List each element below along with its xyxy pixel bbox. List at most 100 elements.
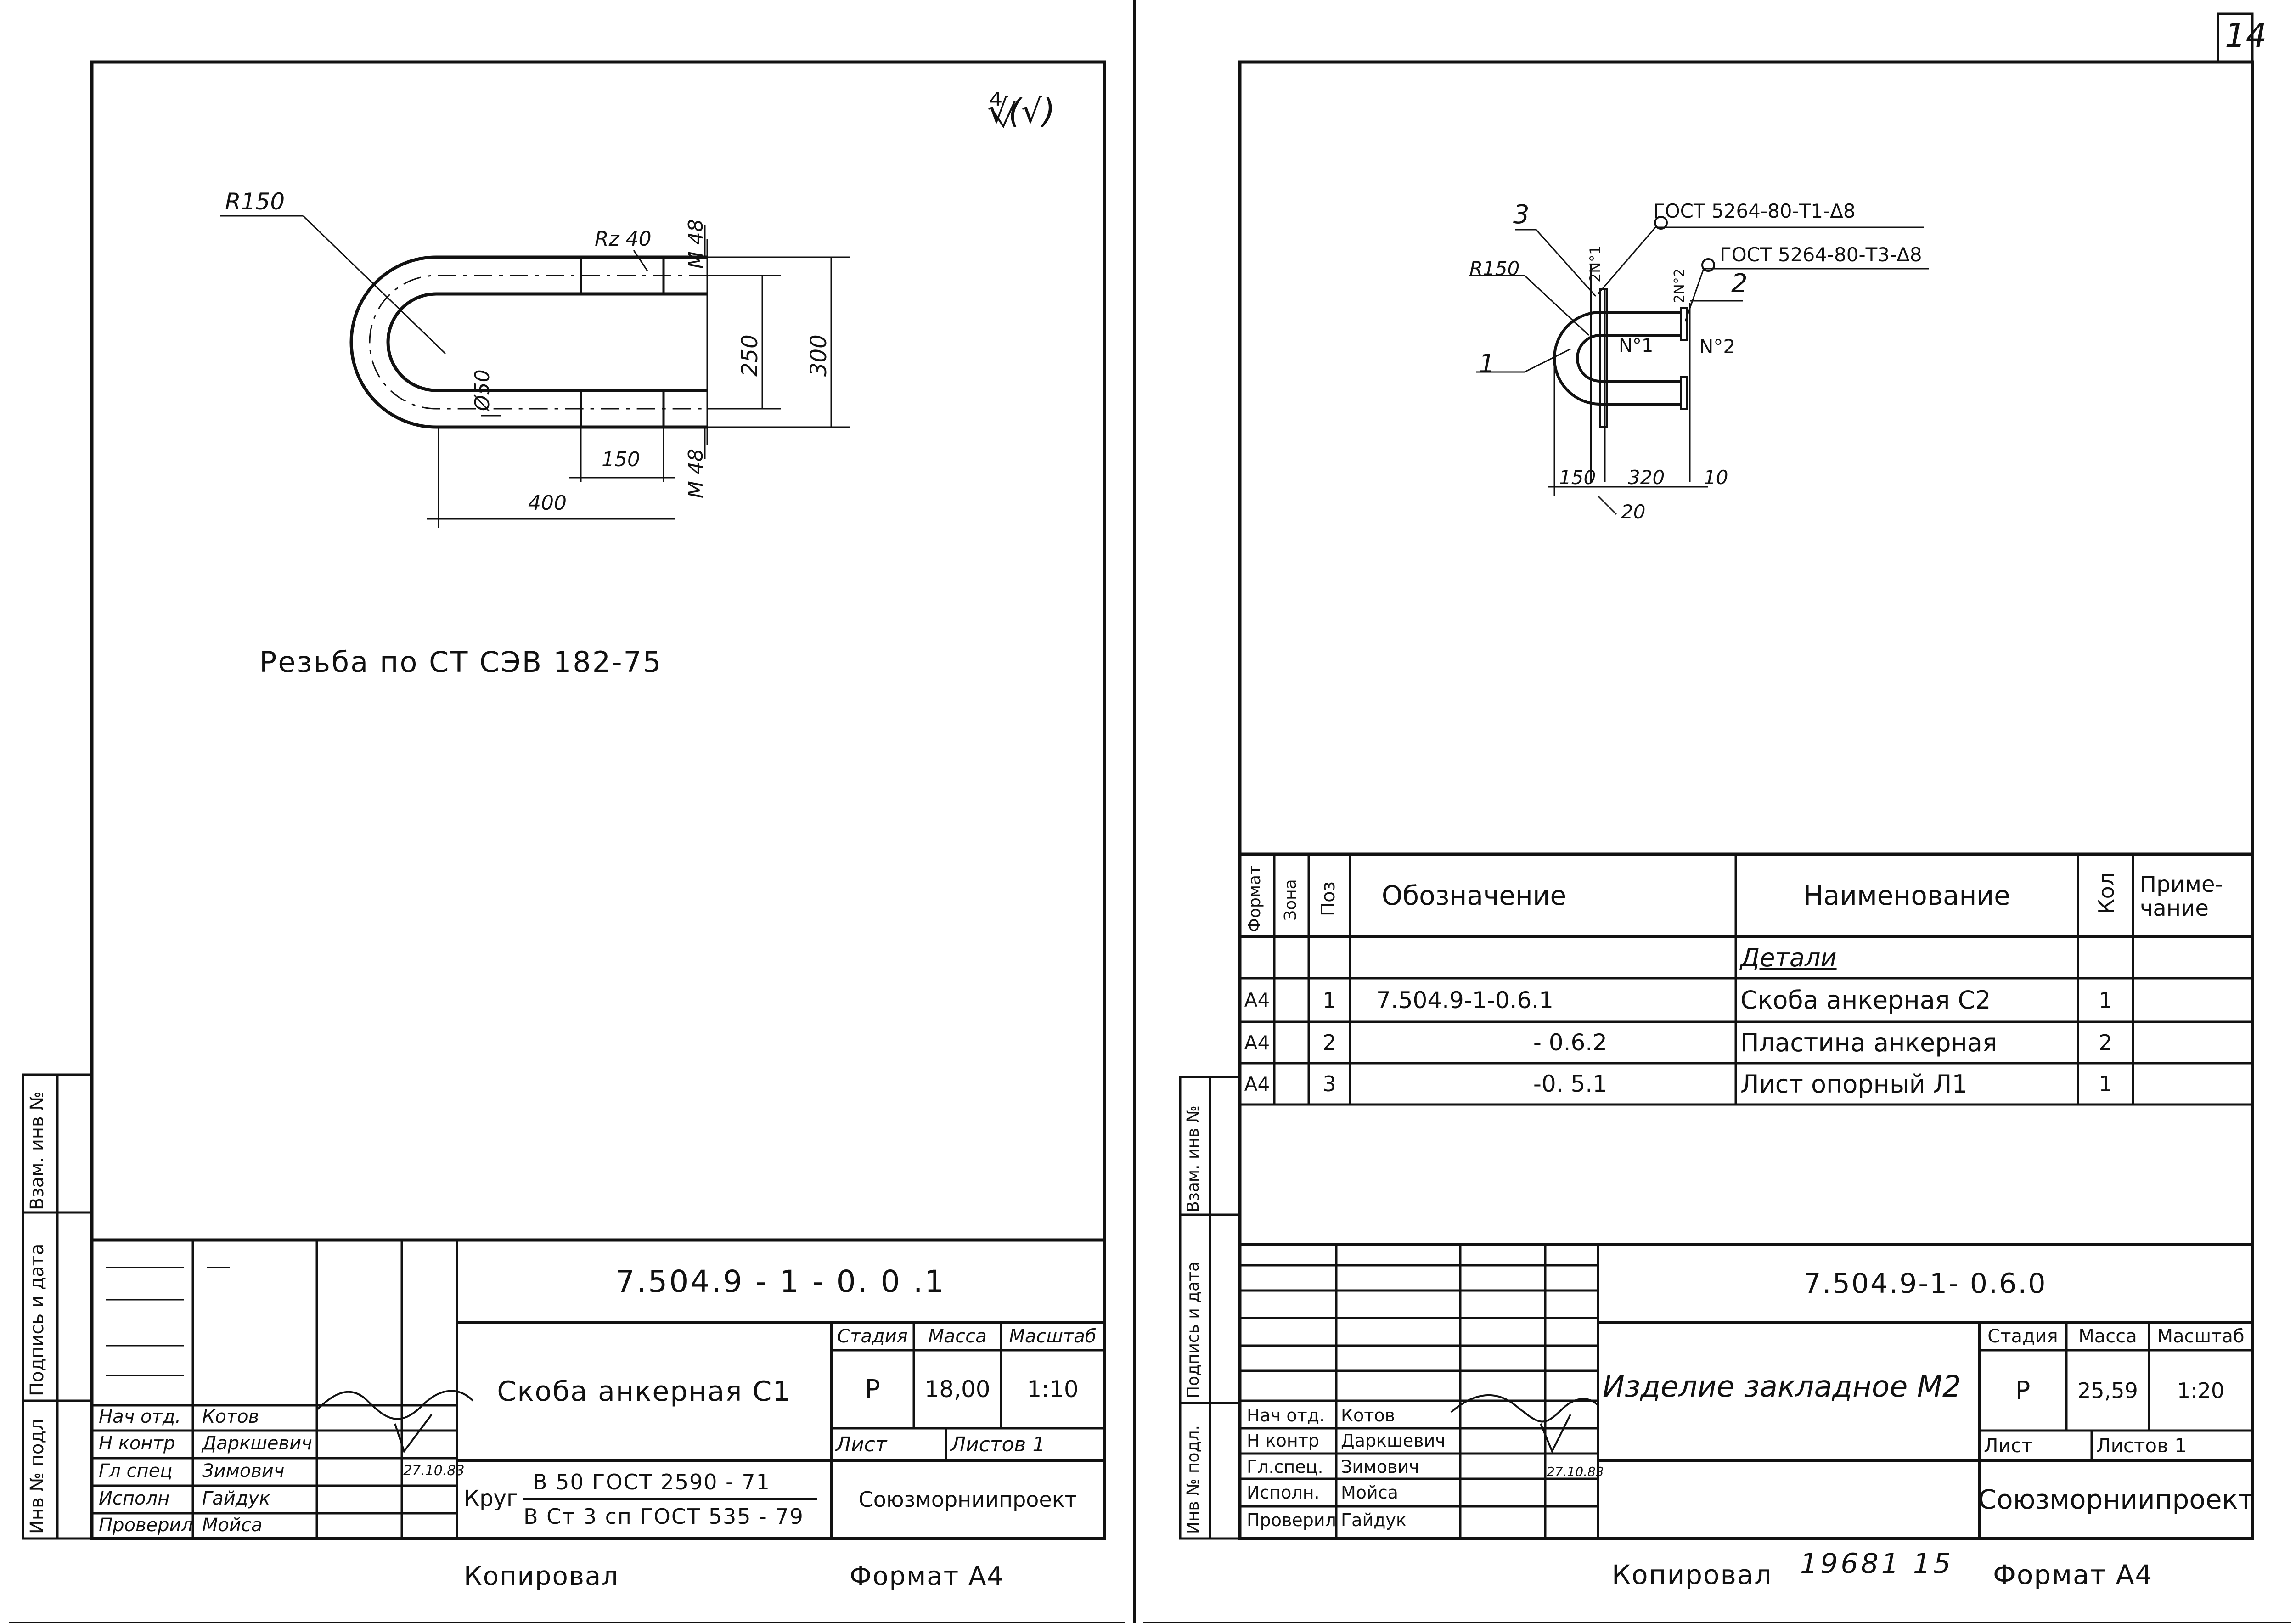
role-proveril-right: Проверил [1247, 1510, 1336, 1530]
stamp-podpis-data: Подпись и дата [27, 1244, 48, 1396]
spec-header-pos: Поз [1318, 881, 1339, 916]
stamp-podpis-data-right: Подпись и дата [1184, 1261, 1203, 1398]
sheets-label-right: Листов 1 [2096, 1434, 2187, 1457]
scale-value-left: 1:10 [1027, 1376, 1079, 1403]
footer-format-left: Формат А4 [850, 1561, 1004, 1591]
spec-cell-name: Лист опорный Л1 [1740, 1069, 1968, 1099]
gost-label-2: ГОСТ 5264-80-Т3-Δ8 [1720, 243, 1922, 266]
scale-label-right: Масштаб [2157, 1326, 2245, 1347]
spec-header-note: Приме- чание [2140, 872, 2223, 921]
name-gaiduk-left: Гайдук [202, 1488, 270, 1509]
pos-2: 2 [1731, 269, 1748, 299]
spec-cell-qty: 1 [2099, 1071, 2112, 1096]
footer-copy-right: Копировал [1612, 1559, 1773, 1590]
name-gaiduk-right: Гайдук [1341, 1510, 1407, 1530]
role-gl-spec-right: Гл.спец. [1247, 1457, 1323, 1477]
date-left: 27.10.83 [403, 1463, 465, 1479]
footer-copy-left: Копировал [464, 1561, 619, 1591]
material-bottom: В Ст 3 сп ГОСТ 535 - 79 [523, 1504, 804, 1529]
dim-radius-right: R150 [1469, 257, 1520, 280]
role-n-kontr-right: Н контр [1247, 1431, 1319, 1451]
weld-label-1: 2N°1 [1587, 245, 1604, 282]
spec-cell-format: А4 [1244, 1072, 1270, 1095]
name-zimovich-right: Зимович [1341, 1457, 1419, 1477]
dim-radius-left: R150 [225, 188, 285, 215]
stage-value-left: Р [865, 1374, 880, 1404]
stage-label-left: Стадия [837, 1326, 908, 1347]
org-left: Союзморниипроект [858, 1487, 1077, 1512]
mass-value-left: 18,00 [924, 1376, 990, 1403]
spec-header-qty: Кол [2094, 872, 2119, 914]
org-right: Союзморниипроект [1978, 1484, 2254, 1515]
pos-1: 1 [1479, 349, 1495, 379]
stage-label-right: Стадия [1987, 1326, 2058, 1347]
dim-thread-bottom: M 48 [684, 449, 708, 498]
scale-label-left: Масштаб [1009, 1326, 1097, 1347]
material-top: В 50 ГОСТ 2590 - 71 [533, 1470, 771, 1494]
dim-20: 20 [1621, 501, 1646, 523]
role-n-kontr-left: Н контр [99, 1433, 175, 1454]
spec-header-format: Формат [1245, 865, 1264, 932]
dim-diameter: Ø50 [471, 369, 494, 411]
doc-code-left: 7.504.9 - 1 - 0. 0 .1 [615, 1263, 946, 1299]
spec-cell-name: Скоба анкерная С2 [1740, 986, 1991, 1014]
spec-cell-pos: 1 [1322, 987, 1336, 1013]
role-proveril-left: Проверил [99, 1515, 193, 1536]
dim-10: 10 [1704, 466, 1728, 489]
spec-cell-format: А4 [1244, 989, 1270, 1011]
spec-cell-qty: 1 [2099, 987, 2112, 1013]
role-gl-spec-left: Гл спец [99, 1460, 173, 1482]
sheet-label-left: Лист [836, 1432, 887, 1456]
dim-400: 400 [528, 491, 567, 515]
label-n2: N°2 [1699, 335, 1736, 358]
dim-150-left: 150 [602, 448, 640, 471]
name-kotov-left: Котов [202, 1406, 259, 1427]
role-nach-otd-right: Нач отд. [1247, 1405, 1325, 1426]
role-ispoln-left: Исполн [99, 1488, 170, 1509]
spec-section-title: Детали [1740, 943, 1837, 972]
doc-name-right: Изделие закладное М2 [1603, 1370, 1961, 1404]
thread-note: Резьба по СТ СЭВ 182-75 [259, 645, 663, 679]
stamp-inv-podl: Инв № подл [27, 1419, 48, 1534]
footer-format-right: Формат А4 [1993, 1559, 2153, 1590]
weld-label-2: 2N°2 [1671, 268, 1688, 303]
spec-header-designation: Обозначение [1381, 880, 1567, 911]
spec-cell-format: А4 [1244, 1031, 1270, 1054]
material-prefix: Круг [464, 1486, 518, 1511]
dim-roughness: Rz 40 [595, 227, 652, 251]
role-nach-otd-left: Нач отд. [99, 1406, 181, 1427]
name-darkshevich-right: Даркшевич [1341, 1431, 1446, 1451]
spec-cell-pos: 3 [1322, 1071, 1336, 1096]
stamp-vzam-inv-right: Взам. инв № [1184, 1105, 1203, 1212]
gost-label-1: ГОСТ 5264-80-Т1-Δ8 [1653, 200, 1856, 222]
dim-thread-top: M 48 [684, 219, 708, 269]
spec-cell-designation: -0. 5.1 [1533, 1071, 1607, 1097]
roughness-symbol: ∜(√) [987, 92, 1055, 130]
dim-150-right: 150 [1559, 466, 1596, 489]
name-darkshevich-left: Даркшевич [202, 1433, 312, 1454]
mass-label-right: Масса [2078, 1326, 2137, 1347]
spec-cell-qty: 2 [2099, 1030, 2112, 1055]
footer-number-right: 19681 15 [1800, 1548, 1954, 1580]
doc-code-right: 7.504.9-1- 0.6.0 [1803, 1268, 2047, 1300]
date-right: 27.10.83 [1547, 1464, 1604, 1479]
spec-cell-name: Пластина анкерная [1740, 1028, 1998, 1057]
stamp-vzam-inv: Взам. инв № [27, 1091, 48, 1210]
name-moisa-left: Мойса [202, 1515, 263, 1536]
pos-3: 3 [1513, 200, 1530, 230]
spec-cell-designation: 7.504.9-1-0.6.1 [1376, 986, 1553, 1014]
role-ispoln-right: Исполн. [1247, 1482, 1320, 1503]
mass-value-right: 25,59 [2077, 1378, 2138, 1403]
dim-320: 320 [1628, 466, 1665, 489]
sheet-label-right: Лист [1984, 1434, 2033, 1457]
spec-cell-pos: 2 [1322, 1030, 1336, 1055]
stage-value-right: Р [2015, 1376, 2031, 1405]
sheets-label-left: Листов 1 [951, 1432, 1046, 1456]
doc-name-left: Скоба анкерная С1 [497, 1375, 791, 1408]
stamp-inv-podl-right: Инв № подл. [1184, 1425, 1203, 1534]
name-zimovich-left: Зимович [202, 1460, 285, 1482]
dim-300: 300 [806, 334, 832, 377]
dim-250: 250 [737, 334, 763, 377]
material-divider [523, 1498, 817, 1500]
